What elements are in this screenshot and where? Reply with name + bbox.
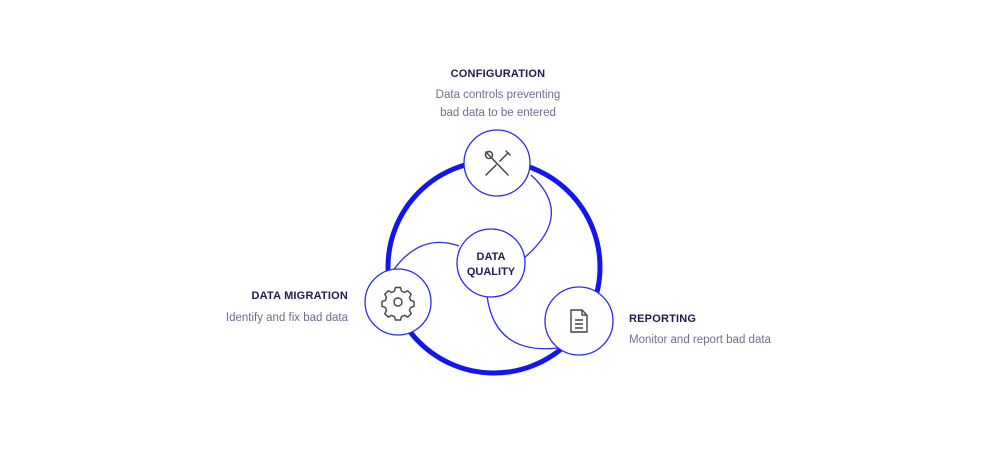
document-icon [570, 309, 588, 333]
configuration-desc-line1: Data controls preventing [435, 89, 561, 101]
node-configuration [463, 129, 531, 197]
node-data-quality: DATA QUALITY [456, 228, 526, 298]
center-label-line1: DATA [477, 251, 506, 263]
gear-icon [381, 286, 415, 321]
reporting-desc: Monitor and report bad data [629, 334, 771, 346]
connector-reporting [486, 295, 559, 350]
node-reporting [544, 286, 614, 356]
configuration-desc-line2: bad data to be entered [440, 107, 556, 119]
configuration-title: CONFIGURATION [450, 68, 546, 80]
tools-icon [484, 150, 511, 176]
data-migration-title: DATA MIGRATION [251, 290, 348, 302]
center-label-line2: QUALITY [467, 266, 516, 278]
reporting-title: REPORTING [629, 313, 697, 325]
data-migration-desc: Identify and fix bad data [225, 312, 348, 324]
connector-configuration [523, 174, 553, 259]
connector-migration [391, 241, 460, 273]
node-data-migration [364, 268, 432, 336]
